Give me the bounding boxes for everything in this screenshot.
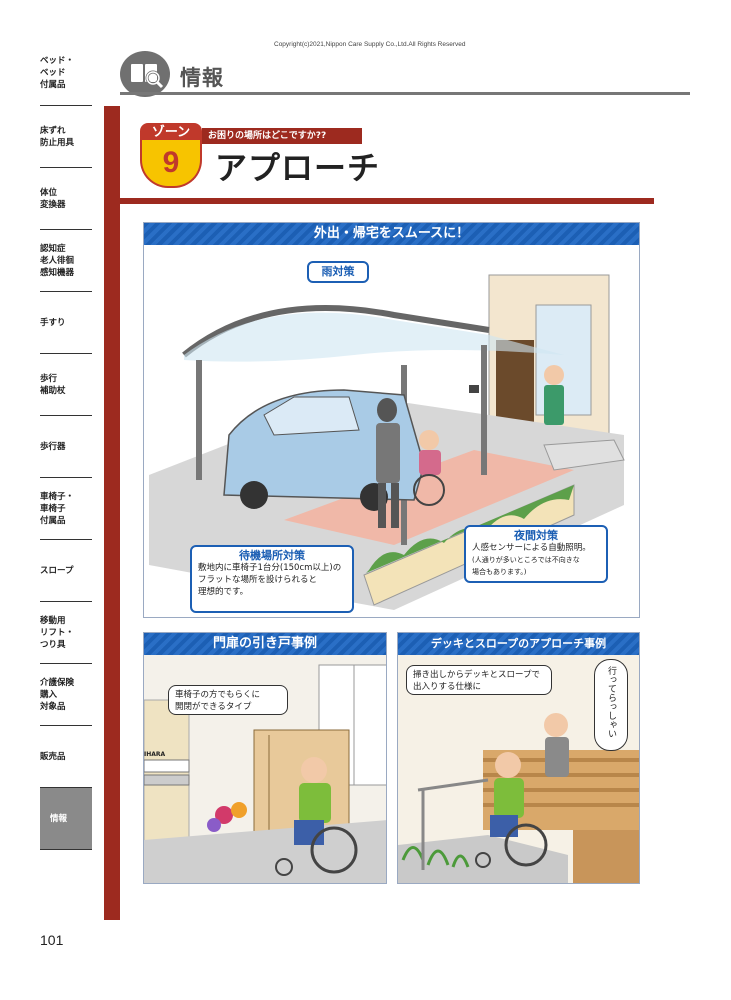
rain-callout: 雨対策 — [307, 261, 369, 283]
sidebar-item-wheelchair[interactable]: 車椅子・ 車椅子 付属品 — [40, 478, 92, 540]
rain-callout-title: 雨対策 — [321, 265, 355, 278]
approach-main-panel: 外出・帰宅をスムースに！ — [143, 222, 640, 618]
accent-bar-horizontal — [104, 198, 654, 204]
sidebar-item-cane[interactable]: 歩行 補助杖 — [40, 354, 92, 416]
sidebar-item-slope[interactable]: スロープ — [40, 540, 92, 602]
book-magnifier-icon — [120, 51, 170, 97]
deck-example-panel: デッキとスロープのアプローチ事例 掃き出しからデッキとスロープで 出入りする仕様… — [397, 632, 640, 884]
zone-title: アプローチ — [215, 149, 381, 187]
sidebar-item-lift[interactable]: 移動用 リフト・ つり具 — [40, 602, 92, 664]
gate-example-panel: 門扉の引き戸事例 車椅子の方でもらくに 開閉ができるタイプ IHARA — [143, 632, 387, 884]
sidebar-item-positioning[interactable]: 体位 変換器 — [40, 168, 92, 230]
night-callout-text: 人感センサーによる自動照明。 — [472, 543, 591, 553]
copyright-text: Copyright(c)2021,Nippon Care Supply Co.,… — [274, 41, 466, 48]
page-number: 101 — [40, 932, 64, 948]
category-sidebar: ベッド・ ベッド 付属品 床ずれ 防止用具 体位 変換器 認知症 老人徘徊 感知… — [40, 40, 92, 850]
header-divider — [120, 92, 690, 95]
waiting-callout-text: 敷地内に車椅子1台分(150cm以上)の フラットな場所を設けられると 理想的で… — [198, 563, 342, 597]
accent-bar-vertical — [104, 106, 120, 920]
zone-number: 9 — [140, 140, 202, 188]
farewell-speech-bubble: 行ってらっしゃい — [594, 659, 628, 751]
sidebar-item-pressure-ulcer[interactable]: 床ずれ 防止用具 — [40, 106, 92, 168]
sidebar-item-walker[interactable]: 歩行器 — [40, 416, 92, 478]
sidebar-item-dementia-sensor[interactable]: 認知症 老人徘徊 感知機器 — [40, 230, 92, 292]
night-callout-title: 夜間対策 — [514, 529, 558, 542]
gate-nameplate: IHARA — [144, 751, 166, 758]
sidebar-item-info[interactable]: 情報 — [40, 788, 92, 850]
gate-panel-heading: 門扉の引き戸事例 — [144, 633, 386, 655]
main-panel-heading: 外出・帰宅をスムースに！ — [144, 223, 639, 245]
waiting-callout-title: 待機場所対策 — [239, 549, 305, 562]
sidebar-item-handrail[interactable]: 手すり — [40, 292, 92, 354]
zone-label: ゾーン — [140, 123, 202, 143]
page-title: 情報 — [180, 66, 224, 90]
sidebar-item-bed[interactable]: ベッド・ ベッド 付属品 — [40, 40, 92, 106]
night-callout: 夜間対策 人感センサーによる自動照明。 (人通りが多いところでは不向きな 場合も… — [464, 525, 608, 583]
deck-panel-heading: デッキとスロープのアプローチ事例 — [398, 633, 639, 655]
sidebar-item-sales[interactable]: 販売品 — [40, 726, 92, 788]
zone-question-ribbon: お困りの場所はどこですか?? — [202, 128, 362, 144]
night-callout-note: (人通りが多いところでは不向きな 場合もあります。) — [472, 556, 580, 576]
waiting-callout: 待機場所対策 敷地内に車椅子1台分(150cm以上)の フラットな場所を設けられ… — [190, 545, 354, 613]
gate-speech-bubble: 車椅子の方でもらくに 開閉ができるタイプ — [168, 685, 288, 715]
deck-speech-bubble: 掃き出しからデッキとスロープで 出入りする仕様に — [406, 665, 552, 695]
sidebar-item-insurance[interactable]: 介護保険 購入 対象品 — [40, 664, 92, 726]
